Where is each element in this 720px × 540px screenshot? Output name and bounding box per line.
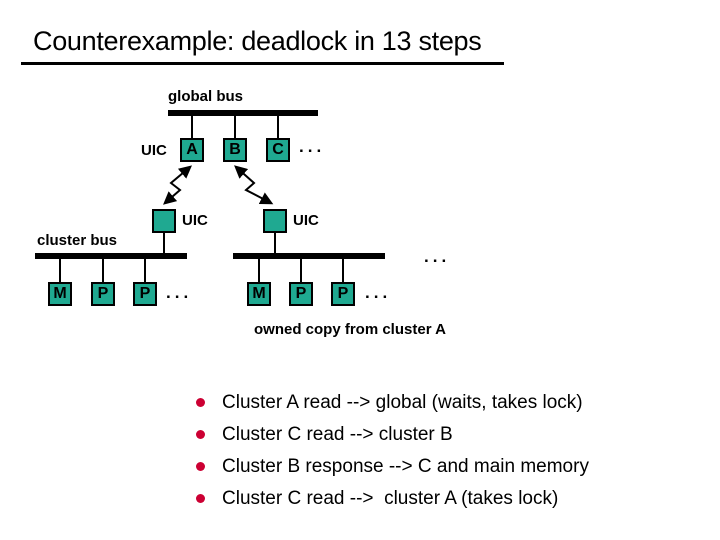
page-title: Counterexample: deadlock in 13 steps [33, 26, 482, 56]
right-drop-line-m [258, 259, 260, 282]
uic-box-c-letter: C [272, 141, 284, 158]
left-node-p2: P [133, 282, 157, 306]
right-drop-line-p2 [342, 259, 344, 282]
uic-label-top: UIC [141, 142, 167, 159]
uic-box-a-letter: A [186, 141, 198, 158]
bullet-icon [196, 398, 205, 407]
right-node-p1: P [289, 282, 313, 306]
bullet-item: Cluster C read --> cluster B [196, 423, 453, 447]
left-drop-line-m [59, 259, 61, 282]
bullet-icon [196, 462, 205, 471]
zigzag-arrow-b-to-right-uic [234, 165, 274, 205]
left-node-p2-letter: P [139, 285, 151, 302]
left-drop-line-p2 [144, 259, 146, 282]
left-node-p1: P [91, 282, 115, 306]
ellipsis-left-cluster: ... [166, 283, 193, 302]
zigzag-arrow-a-to-left-uic [163, 165, 192, 205]
global-bus-bar [168, 110, 318, 116]
bullet-item: Cluster A read --> global (waits, takes … [196, 391, 583, 415]
left-drop-line-p1 [102, 259, 104, 282]
uic-box-c: C [266, 138, 290, 162]
right-drop-line-p1 [300, 259, 302, 282]
bullet-item: Cluster C read --> cluster A (takes lock… [196, 487, 558, 511]
uic-box-b: B [223, 138, 247, 162]
bullet-icon [196, 430, 205, 439]
title-underline [21, 62, 504, 65]
left-cluster-bus-bar [35, 253, 187, 259]
bullet-text: Cluster A read --> global (waits, takes … [222, 392, 583, 413]
ellipsis-right-cluster: ... [365, 283, 392, 302]
left-cluster-uic-label: UIC [182, 212, 208, 229]
uic-box-b-letter: B [229, 141, 241, 158]
connector-bus-to-a [191, 116, 193, 139]
connector-left-uic-to-bus [163, 233, 165, 253]
connector-right-uic-to-bus [274, 233, 276, 253]
right-cluster-uic-box [263, 209, 287, 233]
right-node-p2-letter: P [337, 285, 349, 302]
bullet-text: Cluster C read --> cluster B [222, 424, 453, 445]
bullet-text: Cluster B response --> C and main memory [222, 456, 589, 477]
right-node-p1-letter: P [295, 285, 307, 302]
left-node-m: M [48, 282, 72, 306]
left-node-p1-letter: P [97, 285, 109, 302]
right-node-m-letter: M [252, 285, 266, 302]
uic-box-a: A [180, 138, 204, 162]
right-node-m: M [247, 282, 271, 306]
left-cluster-uic-box [152, 209, 176, 233]
bullet-text: Cluster C read --> cluster A (takes lock… [222, 488, 559, 509]
global-bus-label: global bus [168, 88, 243, 105]
ellipsis-top: ... [299, 137, 326, 156]
right-node-p2: P [331, 282, 355, 306]
caption-owned-copy: owned copy from cluster A [254, 321, 446, 338]
bullet-item: Cluster B response --> C and main memory [196, 455, 589, 479]
right-cluster-bus-bar [233, 253, 385, 259]
ellipsis-more-clusters: ... [424, 247, 451, 266]
bullet-icon [196, 494, 205, 503]
left-node-m-letter: M [53, 285, 67, 302]
connector-bus-to-b [234, 116, 236, 139]
cluster-bus-label: cluster bus [37, 232, 118, 249]
right-cluster-uic-label: UIC [293, 212, 319, 229]
connector-bus-to-c [277, 116, 279, 139]
